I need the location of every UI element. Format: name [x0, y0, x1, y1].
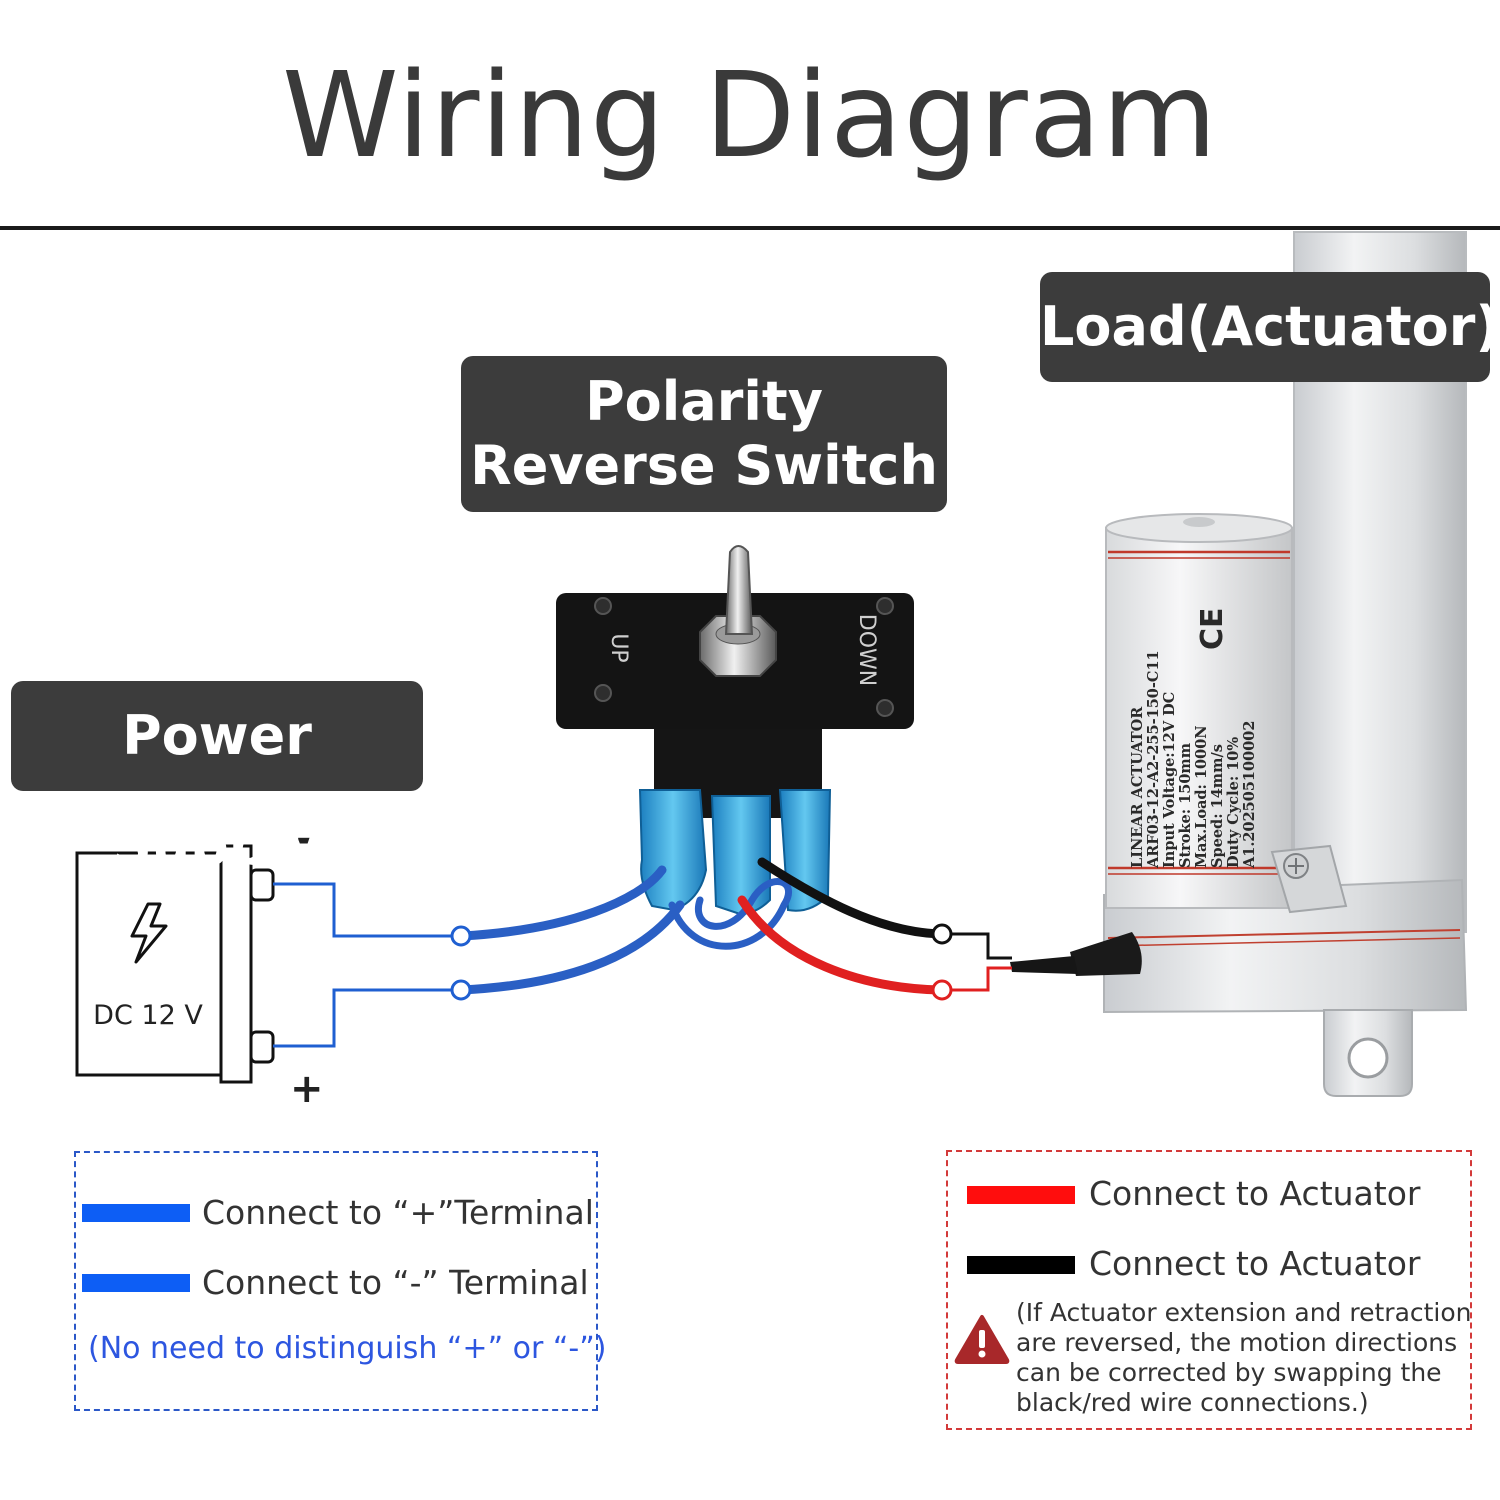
blue-wire-swatch [82, 1204, 190, 1222]
actuator-label-line4: Stroke: 150mm [1177, 742, 1194, 868]
plate-screw-hole [594, 597, 612, 615]
blue-wire-end [450, 925, 472, 947]
actuator-label-line5: Max.Load: 1000N [1193, 725, 1210, 868]
power-supply-label: Power Supply [11, 681, 423, 877]
plate-screw-hole [876, 699, 894, 717]
actuator-label-line1: LINEAR ACTUATOR [1129, 706, 1146, 868]
actuator-motor [1105, 513, 1293, 909]
warning-icon [954, 1315, 1010, 1364]
schematic-wire-black [952, 932, 1012, 960]
legend-actuator-wires: Connect to Actuator Connect to Actuator … [946, 1150, 1472, 1430]
red-wire-end [931, 979, 953, 1001]
schematic-wire-positive [273, 988, 451, 1048]
legend-power-wires: Connect to “+”Terminal Connect to “-” Te… [74, 1151, 606, 1411]
legend-minus-terminal: Connect to “-” Terminal [202, 1263, 589, 1302]
actuator-label-line6: Speed: 14mm/s [1209, 744, 1226, 868]
blue-wire-lower [457, 900, 685, 995]
schematic-wire-red [952, 966, 1012, 992]
actuator-label-line2: ARF03-12-A2-255-150-C11 [1145, 650, 1162, 869]
warning-text: (If Actuator extension and retraction ar… [1016, 1298, 1472, 1417]
page-title: Wiring Diagram [282, 46, 1218, 184]
schematic-wire-negative [273, 882, 451, 938]
lightning-icon [130, 902, 168, 964]
ce-mark: CE [1195, 607, 1230, 650]
title-divider [0, 226, 1500, 230]
legend-red-actuator: Connect to Actuator [1089, 1174, 1421, 1213]
terminal-positive [249, 1030, 275, 1064]
switch-label: Polarity Reverse Switch [461, 356, 947, 512]
actuator-label-line8: A1.202505100002 [1241, 721, 1258, 869]
black-wire [757, 857, 945, 939]
blue-wire-upper [457, 865, 667, 941]
terminal-connector-left [638, 789, 708, 912]
legend-plus-terminal: Connect to “+”Terminal [202, 1193, 594, 1232]
power-supply-body [75, 851, 223, 1077]
clevis-hole [1347, 1037, 1389, 1079]
toggle-switch: UP DOWN [556, 545, 914, 916]
plate-screw-hole [594, 684, 612, 702]
plate-label-up: UP [606, 633, 631, 662]
blue-wire-swatch [82, 1274, 190, 1292]
red-wire [737, 895, 945, 995]
red-wire-swatch [967, 1186, 1075, 1204]
actuator-cable-boot [1070, 932, 1142, 976]
legend-black-actuator: Connect to Actuator [1089, 1244, 1421, 1283]
plate-screw-hole [876, 597, 894, 615]
load-label: Load(Actuator) [1040, 272, 1500, 382]
blue-wire-end [450, 979, 472, 1001]
switch-lever [724, 545, 754, 635]
actuator-label-line3: Input Voltage:12V DC [1161, 692, 1178, 868]
actuator-label-line7: Duty Cycle: 10% [1225, 737, 1242, 868]
power-supply: DC 12 V - + [75, 816, 324, 1112]
negative-sign: - [296, 816, 313, 862]
blue-jumper-wire [668, 878, 792, 950]
plate-label-down: DOWN [854, 614, 879, 686]
legend-polarity-note: (No need to distinguish “+” or “-”) [88, 1331, 607, 1366]
positive-sign: + [290, 1066, 324, 1112]
black-wire-end [931, 923, 953, 945]
black-wire-swatch [967, 1256, 1075, 1274]
power-voltage-label: DC 12 V [93, 1000, 203, 1031]
power-supply-plate [219, 844, 253, 1084]
